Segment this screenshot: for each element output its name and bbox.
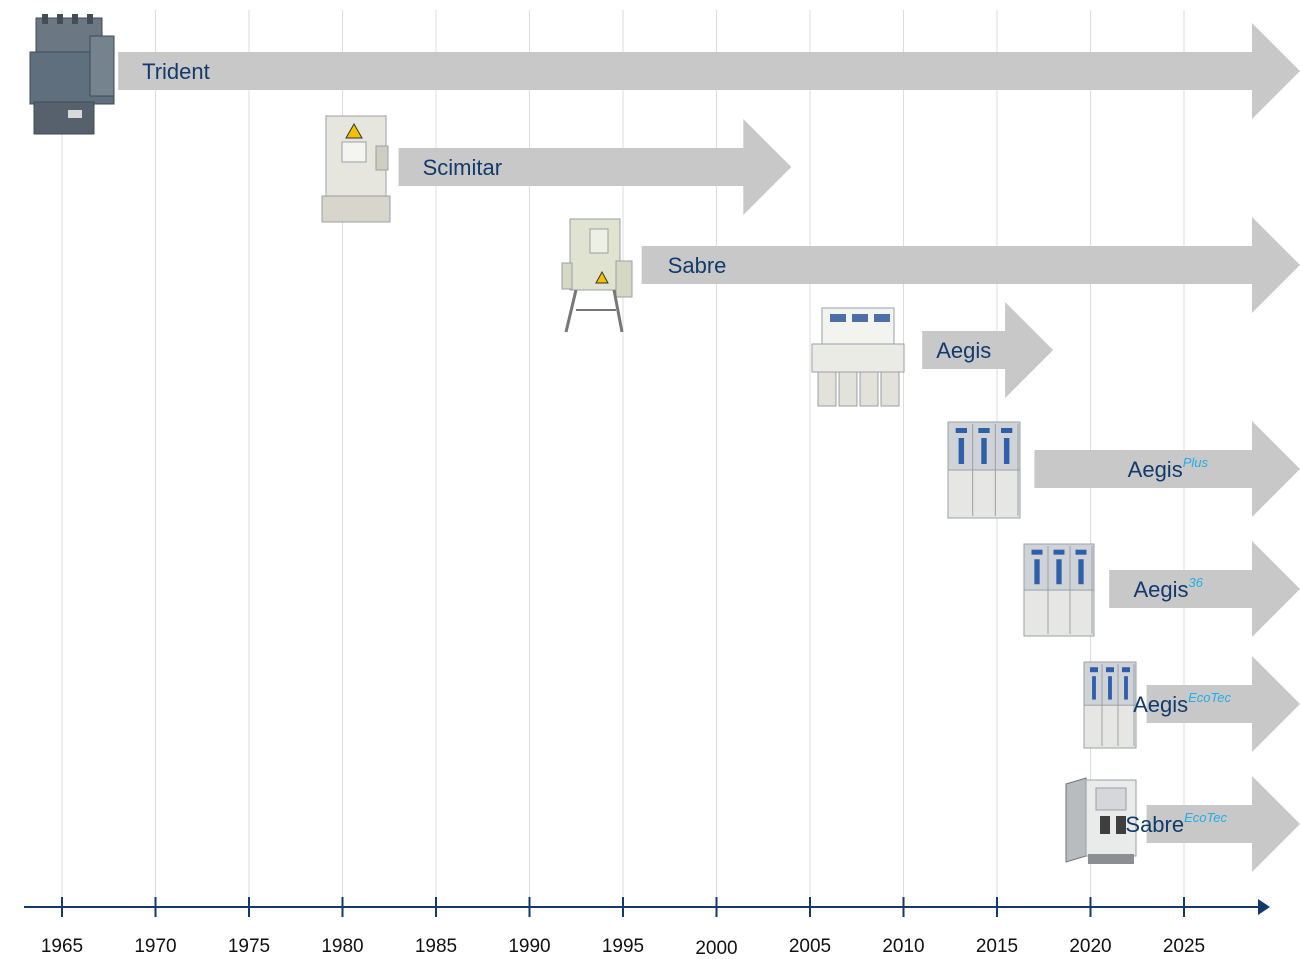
- axis-tick-label-1995: 1995: [602, 936, 644, 957]
- product-arrow-scimitar: [398, 119, 792, 215]
- product-aegis-ecotec: AegisEcoTec: [1083, 656, 1300, 752]
- switchgear-panel-icon: [1083, 661, 1137, 749]
- product-sabre: Sabre: [561, 217, 1300, 333]
- product-superscript: 36: [1189, 575, 1204, 590]
- year-axis: 1965 1970 1975 1980 1985 1990 1995 2000 2005 2010…: [24, 897, 1270, 959]
- axis-tick-label-2005: 2005: [789, 936, 831, 957]
- product-name: Aegis: [1133, 692, 1188, 717]
- product-label-sabre-ecotec: SabreEcoTec: [1125, 810, 1227, 837]
- product-name: Aegis: [936, 338, 991, 363]
- product-label-scimitar: Scimitar: [423, 155, 502, 180]
- axis-tick-label-1965: 1965: [41, 936, 83, 957]
- product-sabre-ecotec: SabreEcoTec: [1065, 776, 1300, 872]
- axis-tick-label-1990: 1990: [508, 936, 550, 957]
- product-superscript: Plus: [1183, 455, 1209, 470]
- open-cabinet-icon: [1065, 777, 1137, 864]
- product-label-aegis-36: Aegis36: [1133, 575, 1203, 602]
- product-name: Scimitar: [423, 155, 502, 180]
- axis-tick-label-2010: 2010: [882, 936, 924, 957]
- product-arrow-aegis-ecotec: [1146, 656, 1300, 752]
- product-label-aegis-plus: AegisPlus: [1128, 455, 1209, 482]
- product-scimitar: Scimitar: [321, 115, 792, 223]
- product-superscript: EcoTec: [1188, 690, 1231, 705]
- axis-tick-label-2025: 2025: [1163, 936, 1205, 957]
- axis-tick-label-2015: 2015: [976, 936, 1018, 957]
- axis-tick-label-1980: 1980: [321, 936, 363, 957]
- product-arrow-aegis: [922, 302, 1054, 398]
- product-name: Aegis: [1128, 457, 1183, 482]
- product-name: Sabre: [1125, 812, 1184, 837]
- product-name: Trident: [142, 59, 210, 84]
- product-superscript: EcoTec: [1184, 810, 1227, 825]
- product-arrow-sabre: [641, 217, 1300, 313]
- product-label-sabre: Sabre: [668, 253, 727, 278]
- product-aegis-36: Aegis36: [1023, 541, 1300, 637]
- switchgear-panel-icon: [947, 421, 1021, 519]
- product-arrow-sabre-ecotec: [1146, 776, 1300, 872]
- product-aegis-plus: AegisPlus: [947, 421, 1300, 519]
- switchgear-panel-icon: [1023, 543, 1095, 637]
- product-name: Sabre: [668, 253, 727, 278]
- product-aegis: Aegis: [811, 302, 1054, 407]
- product-label-trident: Trident: [142, 59, 210, 84]
- axis-tick-label-1975: 1975: [228, 936, 270, 957]
- axis-arrowhead: [1258, 899, 1270, 915]
- ground-transformer-cabinet-icon: [321, 115, 391, 223]
- axis-tick-label-2000: 2000: [695, 938, 737, 959]
- product-arrow-aegis-plus: [1034, 421, 1300, 517]
- pole-switch-cabinet-icon: [561, 218, 633, 333]
- axis-tick-label-1985: 1985: [415, 936, 457, 957]
- pole-mounted-transformer-icon: [29, 14, 115, 135]
- product-label-aegis-ecotec: AegisEcoTec: [1133, 690, 1231, 717]
- axis-tick-label-1970: 1970: [134, 936, 176, 957]
- product-arrow-trident: [118, 23, 1300, 119]
- product-trident: Trident: [29, 14, 1300, 135]
- ring-main-unit-icon: [811, 307, 905, 407]
- axis-tick-label-2020: 2020: [1069, 936, 1111, 957]
- product-arrow-aegis-36: [1109, 541, 1300, 637]
- product-label-aegis: Aegis: [936, 338, 991, 363]
- product-name: Aegis: [1133, 577, 1188, 602]
